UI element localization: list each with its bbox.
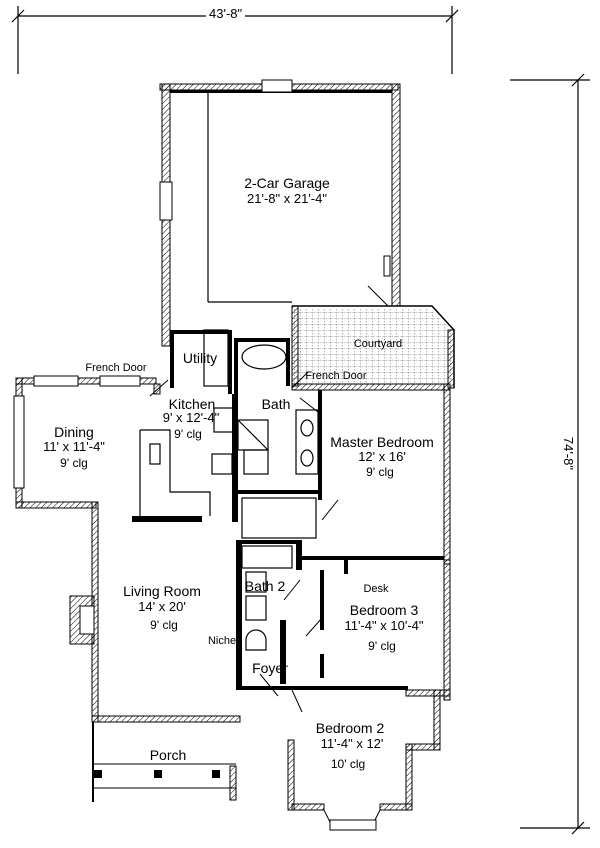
master-bedroom-name: Master Bedroom	[330, 434, 434, 450]
overall-depth-label: 74'-8"	[560, 433, 576, 474]
desk-label: Desk	[363, 583, 389, 595]
porch-name: Porch	[149, 747, 187, 763]
kitchen-name: Kitchen	[168, 396, 216, 412]
french-door-dining-label: French Door	[85, 362, 147, 374]
overall-width-label: 43'-8"	[206, 6, 246, 22]
kitchen-counters	[139, 329, 235, 516]
depth-dimension-line	[510, 73, 590, 835]
bedroom2-name: Bedroom 2	[315, 720, 385, 736]
courtyard-name: Courtyard	[353, 338, 403, 350]
foyer-label: Foyer	[252, 660, 288, 676]
dining-windows	[13, 375, 141, 489]
bath-name: Bath	[261, 396, 291, 412]
utility-name: Utility	[182, 350, 218, 366]
bedroom3-name: Bedroom 3	[349, 602, 419, 618]
living-room-ceiling: 9' clg	[150, 618, 178, 632]
bedroom2-dims: 11'-4" x 12'	[320, 736, 384, 751]
bedroom3-ceiling: 9' clg	[368, 639, 396, 653]
interior-walls	[132, 330, 444, 690]
fireplace	[69, 595, 95, 645]
kitchen-ceiling: 9' clg	[174, 427, 202, 441]
master-bedroom-dims: 12' x 16'	[358, 449, 406, 464]
dining-dims: 11' x 11'-4"	[43, 439, 105, 454]
niche	[245, 629, 267, 651]
bath2-name: Bath 2	[244, 578, 286, 594]
garage-name: 2-Car Garage	[244, 175, 330, 191]
master-bedroom-ceiling: 9' clg	[366, 465, 394, 479]
dining-name: Dining	[54, 424, 94, 440]
garage-dims: 21'-8" x 21'-4"	[247, 191, 327, 206]
porch	[92, 722, 237, 802]
french-door-master-label: French Door	[305, 370, 367, 382]
living-room-dims: 14' x 20'	[138, 599, 186, 614]
bedroom2-ceiling: 10' clg	[330, 757, 366, 771]
door-swings	[149, 371, 339, 713]
kitchen-dims: 9' x 12'-4"	[162, 410, 220, 425]
dining-ceiling: 9' clg	[60, 456, 88, 470]
bedroom2-bay	[323, 809, 381, 831]
bedroom3-dims: 11'-4" x 10'-4"	[344, 618, 424, 633]
niche-label: Niche	[207, 635, 237, 647]
garage	[159, 79, 401, 347]
living-room-name: Living Room	[123, 583, 201, 599]
bath-fixtures	[237, 344, 319, 621]
